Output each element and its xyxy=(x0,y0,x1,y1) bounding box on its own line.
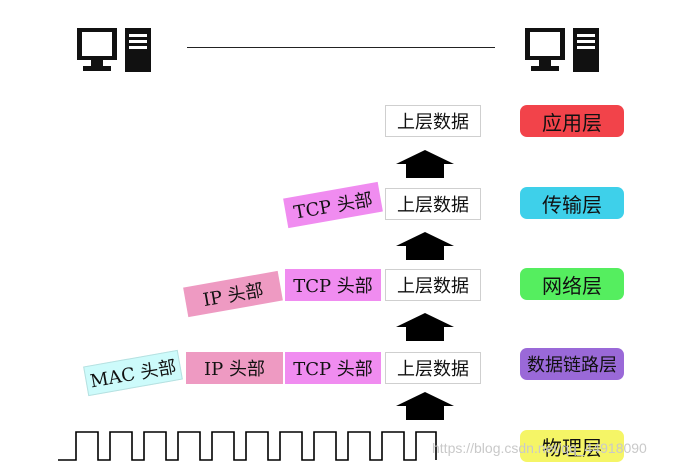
layer-application: 应用层 xyxy=(520,105,624,137)
arrow-up-icon xyxy=(396,392,454,420)
layer-datalink: 数据链路层 xyxy=(520,348,624,380)
mac-header-tilted: MAC 头部 xyxy=(83,349,183,397)
computer-left-icon xyxy=(77,28,151,72)
upper-data-block-transport: 上层数据 xyxy=(385,188,481,220)
upper-data-block-datalink: 上层数据 xyxy=(385,352,481,384)
arrow-up-icon xyxy=(396,313,454,341)
computer-right-icon xyxy=(525,28,599,72)
tcp-header-datalink: TCP 头部 xyxy=(285,352,381,384)
upper-data-block-network: 上层数据 xyxy=(385,269,481,301)
tcp-header-network: TCP 头部 xyxy=(285,269,381,301)
connection-line xyxy=(187,47,495,48)
layer-transport: 传输层 xyxy=(520,187,624,219)
ip-header-tilted: IP 头部 xyxy=(183,270,283,318)
arrow-up-icon xyxy=(396,232,454,260)
arrow-up-icon xyxy=(396,150,454,178)
ip-header-datalink: IP 头部 xyxy=(186,352,283,384)
tcp-header-tilted: TCP 头部 xyxy=(283,181,383,229)
layer-physical: 物理层 xyxy=(520,430,624,462)
watermark-text: https://blog.csdn.net/qq_44918090 xyxy=(432,440,647,456)
layer-network: 网络层 xyxy=(520,268,624,300)
physical-signal-waveform xyxy=(58,431,437,461)
upper-data-block-application: 上层数据 xyxy=(385,105,481,137)
